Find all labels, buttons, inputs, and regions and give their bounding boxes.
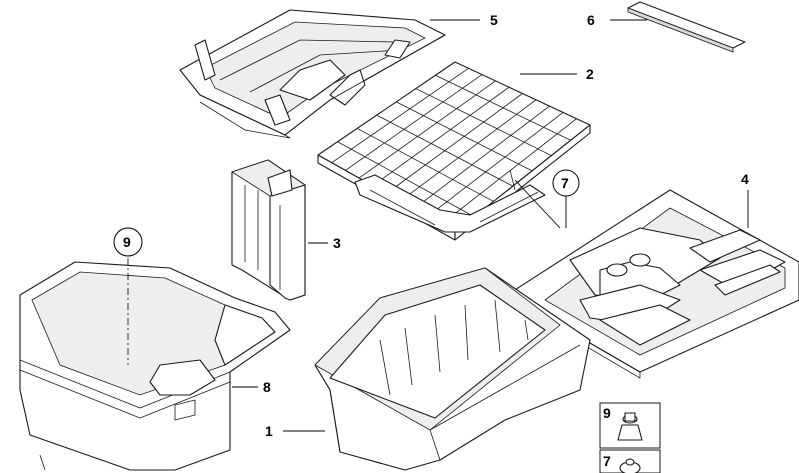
part-4-tool-tray	[506, 189, 799, 379]
part-3-holder	[231, 159, 306, 301]
part-5-tool-tray	[179, 9, 446, 139]
callout-label-2: 2	[586, 66, 594, 82]
callout-label-3: 3	[333, 235, 341, 251]
callout-label-8: 8	[263, 379, 271, 395]
leader-lines	[127, 19, 749, 432]
part-2-grid-insert	[317, 61, 591, 241]
callout-label-6: 6	[587, 12, 595, 28]
callout-label-5: 5	[490, 12, 498, 28]
callout-label-7: 7	[561, 175, 569, 191]
callout-circle-7	[552, 169, 580, 197]
detail-frame-9	[599, 402, 661, 449]
callout-label-4: 4	[741, 171, 749, 187]
detail-frame-7	[599, 449, 661, 473]
callout-label-9: 9	[123, 234, 131, 250]
callout-label-1: 1	[265, 423, 273, 439]
callout-circle-9	[113, 227, 143, 257]
part-6-mat	[627, 1, 746, 53]
detail-label-9: 9	[603, 405, 611, 421]
part-1-box	[314, 267, 591, 471]
detail-label-7: 7	[603, 453, 611, 469]
part-8-storage-bin	[19, 261, 291, 471]
